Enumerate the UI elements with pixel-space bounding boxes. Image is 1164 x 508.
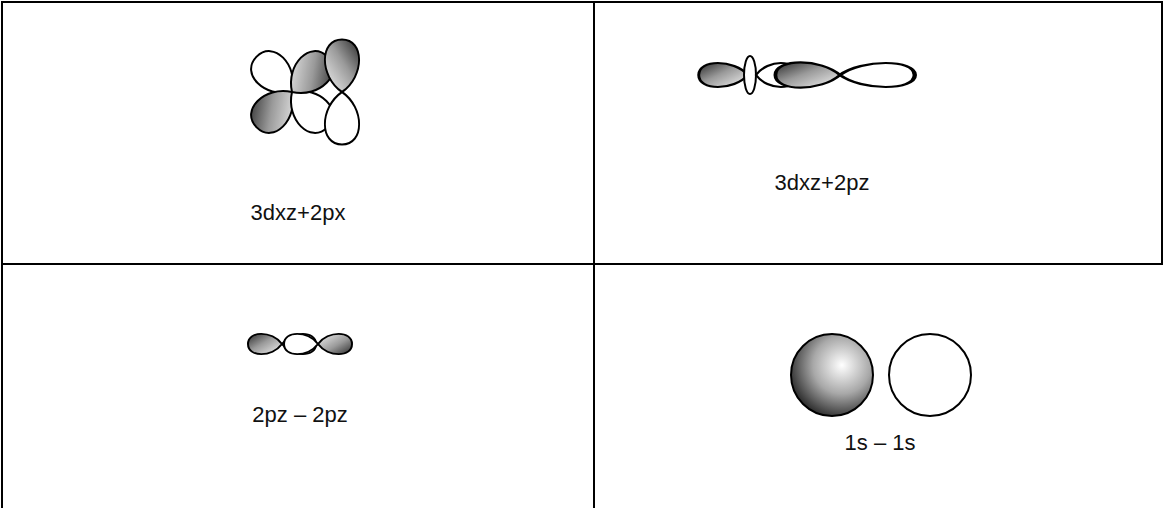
dxz-pz-orbitals — [699, 56, 915, 94]
orbital-label: 3dxz+2pz — [775, 170, 870, 196]
orbital-label: 3dxz+2px — [251, 200, 346, 226]
dxz-px-orbitals — [244, 40, 359, 145]
orbital-label: 1s – 1s — [845, 430, 916, 456]
pz-pz-orbitals — [248, 334, 352, 354]
orbital-label: 2pz – 2pz — [252, 402, 347, 428]
s-s-orbitals — [791, 334, 971, 416]
